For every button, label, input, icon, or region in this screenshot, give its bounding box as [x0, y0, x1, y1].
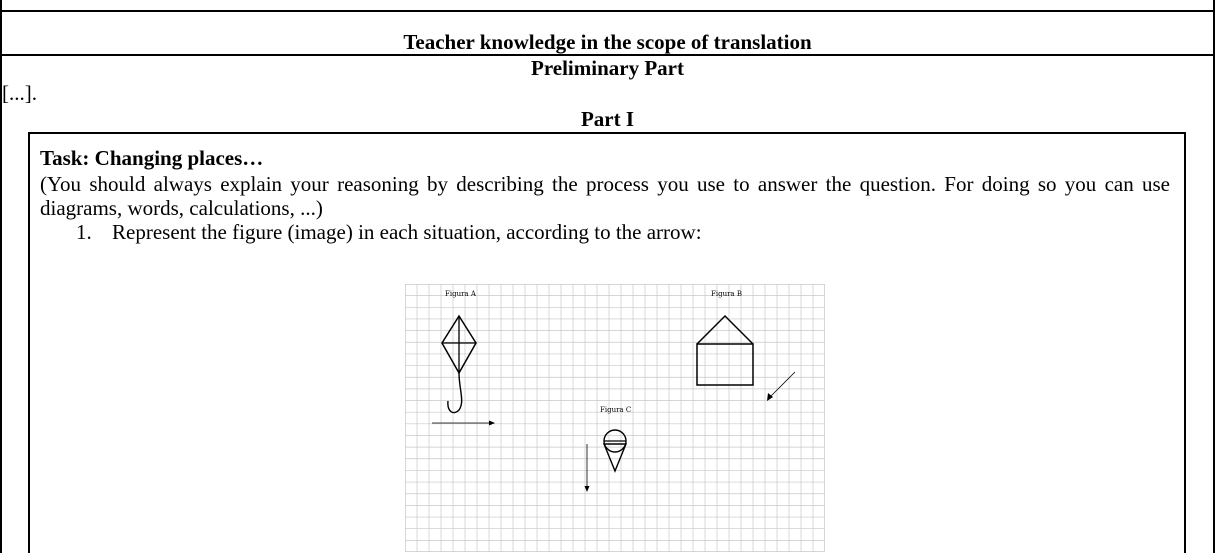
- grid-figure: Figura A Figura B Figura C: [405, 284, 825, 552]
- task-box: Task: Changing places… (You should alway…: [28, 132, 1186, 553]
- kite-tail: [447, 372, 463, 414]
- omitted-text-marker: [...].: [2, 81, 37, 105]
- list-item-text: Represent the figure (image) in each sit…: [112, 220, 702, 244]
- title-divider: [0, 54, 1215, 56]
- figure-b-house: Figura B: [696, 290, 796, 401]
- arrow-diagonal-head: [767, 393, 773, 401]
- part-one-heading: Part I: [580, 107, 635, 131]
- figure-c-label: Figura C: [600, 406, 631, 414]
- ice-cream-cone: [602, 443, 628, 473]
- arrow-right-head: [489, 420, 495, 426]
- table-border-left: [0, 0, 2, 553]
- document-title: Teacher knowledge in the scope of transl…: [403, 30, 812, 54]
- figure-a-label: Figura A: [445, 290, 477, 298]
- list-item-1: 1. Represent the figure (image) in each s…: [76, 220, 702, 244]
- house-roof: [696, 314, 754, 345]
- table-border-right: [1213, 0, 1215, 553]
- task-title: Task: Changing places…: [40, 146, 264, 170]
- table-border-top: [0, 10, 1215, 12]
- task-instructions: (You should always explain your reasonin…: [40, 172, 1170, 220]
- preliminary-part-heading: Preliminary Part: [531, 56, 684, 80]
- house-body: [696, 343, 754, 386]
- arrow-diagonal-line: [769, 371, 796, 398]
- list-item-number: 1.: [76, 220, 92, 244]
- grid-lines: [405, 284, 825, 552]
- figure-a-kite: Figura A: [432, 290, 495, 426]
- arrow-down-head: [584, 486, 590, 492]
- figure-c-ice-cream: Figura C: [584, 406, 631, 492]
- figure-b-label: Figura B: [711, 290, 742, 298]
